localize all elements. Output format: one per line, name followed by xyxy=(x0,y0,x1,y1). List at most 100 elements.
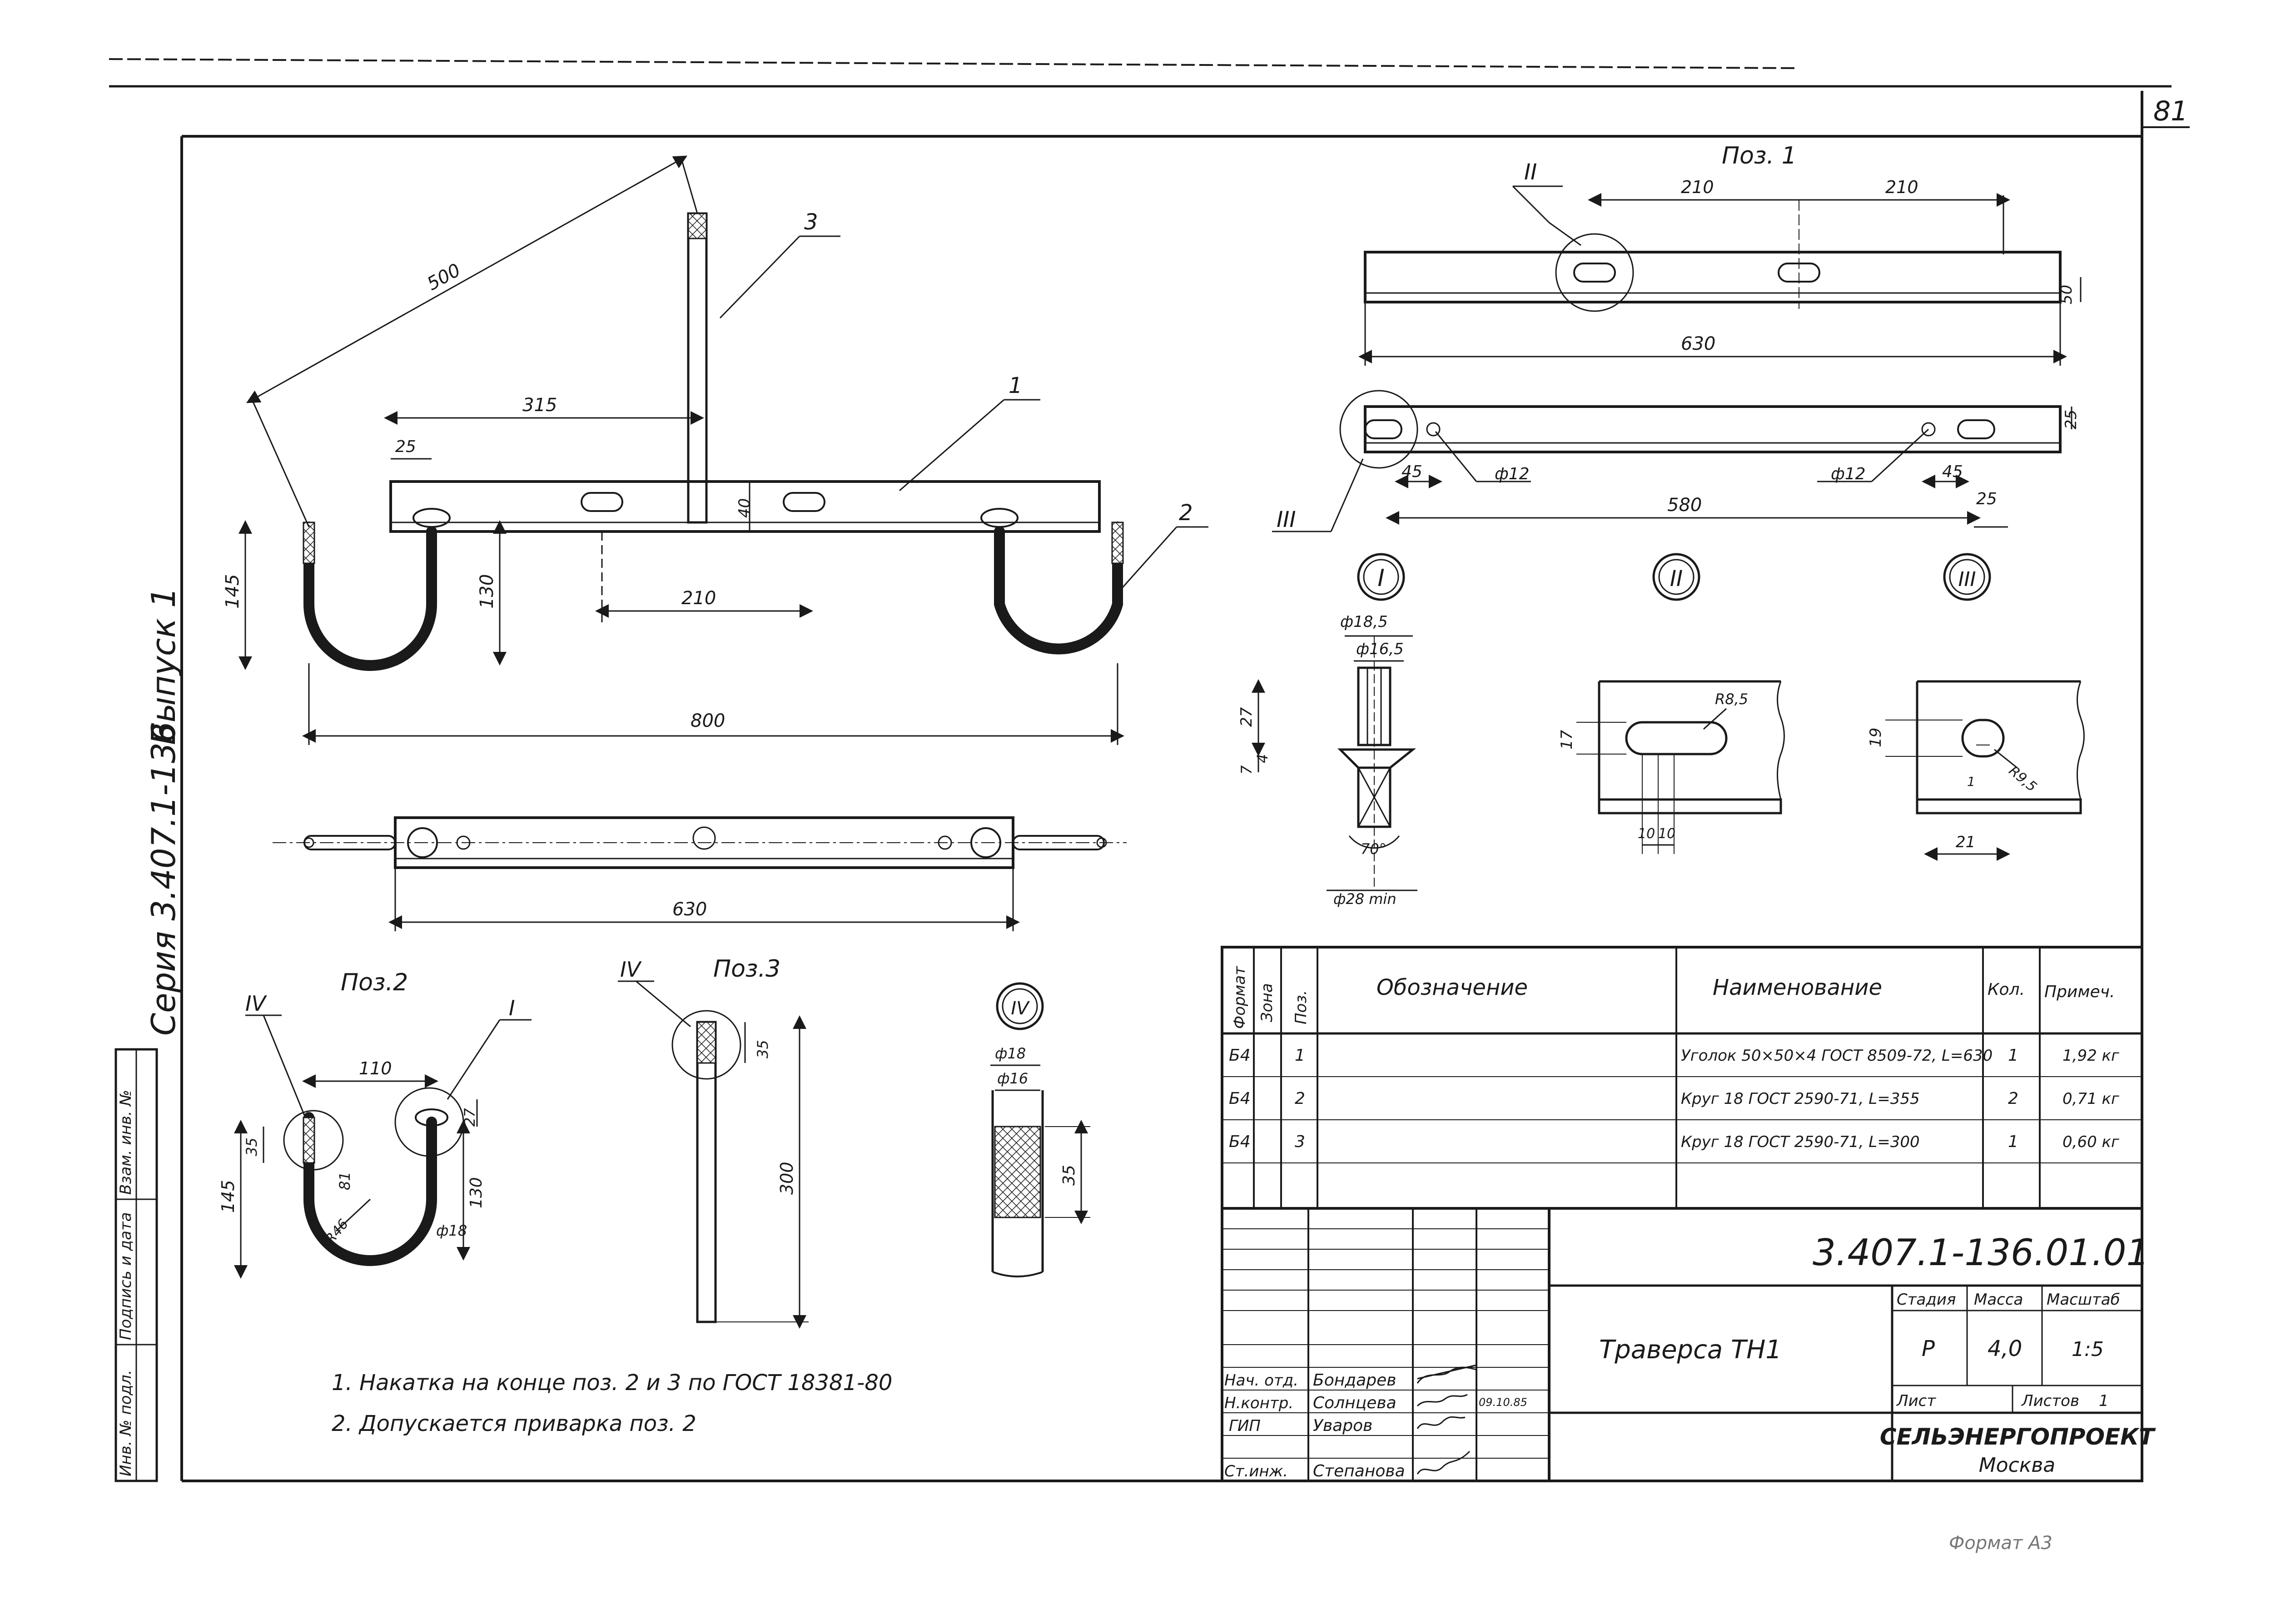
angle-bar xyxy=(389,480,1101,533)
callout-1: 1 xyxy=(1009,373,1023,398)
main-assembly-view: 500 315 25 40 145 130 210 800 3 1 2 xyxy=(222,155,1208,745)
dim-130: 130 xyxy=(477,574,497,609)
sign-name-3: Уваров xyxy=(1313,1416,1372,1435)
detail-III-dim19: 19 xyxy=(1867,728,1885,747)
poz2-phi18: ф18 xyxy=(436,1222,467,1239)
signature-scribble-2 xyxy=(1416,1394,1468,1407)
row1-format: Б4 xyxy=(1229,1046,1251,1065)
detail-IV: IV ф18 ф16 35 xyxy=(990,982,1090,1277)
plan-dim-630: 630 xyxy=(672,899,707,920)
detail-II-r85: R8,5 xyxy=(1715,690,1748,708)
sign-name-1: Бондарев xyxy=(1313,1371,1396,1390)
sign-date-2: 09.10.85 xyxy=(1479,1396,1527,1409)
row2-format: Б4 xyxy=(1229,1089,1251,1108)
col-format: Формат xyxy=(1231,966,1249,1029)
callout-3: 3 xyxy=(804,209,818,235)
callout-2: 2 xyxy=(1179,500,1193,526)
org-city: Москва xyxy=(1979,1454,2056,1477)
poz1-views: Поз. 1 210 210 630 50 II 45 ф12 xyxy=(1272,142,2082,532)
detail-I-phi28: ф28 min xyxy=(1333,890,1396,908)
poz2-dim-145: 145 xyxy=(218,1180,238,1213)
poz1-title: Поз. 1 xyxy=(1722,142,1797,169)
plan-view: 630 xyxy=(273,816,1127,931)
u-bolt-left xyxy=(303,521,437,671)
dim-210: 210 xyxy=(681,588,716,609)
issue-label: Выпуск 1 xyxy=(144,587,183,745)
row2-name: Круг 18 ГОСТ 2590-71, L=355 xyxy=(1681,1090,1920,1108)
poz2-dim-130: 130 xyxy=(467,1177,486,1208)
stage-value: Р xyxy=(1922,1336,1935,1361)
detail-III: III 19 R9,5 1 21 xyxy=(1867,553,2085,861)
poz1-callout-III: III xyxy=(1277,507,1296,532)
col-note: Примеч. xyxy=(2044,983,2115,1001)
poz3-title: Поз.3 xyxy=(713,955,780,983)
scale-label: Масштаб xyxy=(2047,1291,2120,1309)
dim-800: 800 xyxy=(691,710,725,731)
col-zone: Зона xyxy=(1258,983,1276,1022)
detail-III-dim21: 21 xyxy=(1956,833,1975,851)
poz1-dim-25a: 25 xyxy=(2062,410,2080,429)
sign-name-4: Степанова xyxy=(1313,1462,1405,1480)
poz2-dim-35: 35 xyxy=(243,1137,260,1156)
row3-pos: 3 xyxy=(1295,1132,1305,1151)
row3-qty: 1 xyxy=(2008,1132,2018,1151)
poz2-views: Поз.2 110 35 145 81 27 130 R46 ф18 IV I xyxy=(218,969,532,1279)
spec-table: Формат Зона Поз. Обозначение Наименовани… xyxy=(1221,946,2143,1210)
poz2-dim-110: 110 xyxy=(359,1058,392,1078)
sign-role-3: ГИП xyxy=(1229,1417,1261,1435)
sign-name-2: Солнцева xyxy=(1313,1394,1396,1412)
org-name: СЕЛЬЭНЕРГОПРОЕКТ xyxy=(1880,1424,2156,1450)
detail-IV-dim35: 35 xyxy=(1060,1165,1078,1186)
sign-role-4: Ст.инж. xyxy=(1224,1462,1288,1480)
detail-I-dim27: 27 xyxy=(1237,707,1256,727)
stage-label: Стадия xyxy=(1897,1291,1956,1309)
poz1-dim-45a: 45 xyxy=(1401,462,1422,481)
series-label: Серия 3.407.1-136 xyxy=(144,722,183,1036)
detail-II: II 17 R8,5 10 10 xyxy=(1558,553,1785,854)
mass-label: Масса xyxy=(1974,1291,2023,1309)
poz3-views: Поз.3 35 300 IV xyxy=(618,955,809,1329)
poz1-dim-45b: 45 xyxy=(1942,462,1963,481)
dim-145: 145 xyxy=(222,574,243,609)
sheet-label: Лист xyxy=(1896,1392,1936,1410)
poz2-dim-81: 81 xyxy=(336,1172,353,1190)
row2-qty: 2 xyxy=(2008,1089,2018,1108)
stamp-replace: Взам. инв. № xyxy=(117,1090,135,1195)
poz3-callout-IV: IV xyxy=(620,957,642,982)
detail-I-phi185: ф18,5 xyxy=(1340,613,1388,631)
doc-number: 3.407.1-136.01.01 xyxy=(1813,1232,2149,1274)
stamp-signature: Подпись и дата xyxy=(117,1212,135,1340)
sign-role-1: Нач. отд. xyxy=(1224,1371,1298,1390)
row3-note: 0,60 кг xyxy=(2062,1133,2120,1151)
knurl-pos3 xyxy=(687,213,707,239)
col-pos: Поз. xyxy=(1292,990,1310,1024)
poz2-callout-I: I xyxy=(509,996,515,1020)
poz1-dim-210a: 210 xyxy=(1681,177,1714,197)
detail-II-dim10a: 10 xyxy=(1638,826,1655,842)
note-1: 1. Накатка на конце поз. 2 и 3 по ГОСТ 1… xyxy=(332,1370,892,1396)
poz2-dim-27: 27 xyxy=(461,1108,478,1127)
row3-format: Б4 xyxy=(1229,1132,1251,1151)
dim-315: 315 xyxy=(522,395,557,416)
row3-name: Круг 18 ГОСТ 2590-71, L=300 xyxy=(1681,1133,1920,1151)
detail-III-label: III xyxy=(1958,568,1976,591)
dim-40: 40 xyxy=(735,498,754,518)
sign-role-2: Н.контр. xyxy=(1224,1394,1293,1412)
mass-value: 4,0 xyxy=(1988,1336,2022,1361)
poz3-dim-35: 35 xyxy=(754,1040,771,1058)
detail-II-dim10b: 10 xyxy=(1658,826,1675,842)
col-qty: Кол. xyxy=(1988,980,2025,999)
footer-format: Формат А3 xyxy=(1949,1533,2052,1554)
signature-scribble-1 xyxy=(1416,1364,1477,1384)
title-block: 3.407.1-136.01.01 Траверса ТН1 Стадия Ма… xyxy=(1221,1207,2156,1482)
poz1-phi12b: ф12 xyxy=(1831,465,1866,483)
poz1-dim-210b: 210 xyxy=(1885,177,1918,197)
doc-title: Траверса ТН1 xyxy=(1599,1335,1782,1365)
poz1-dim-630: 630 xyxy=(1681,333,1715,354)
row2-pos: 2 xyxy=(1295,1089,1305,1108)
poz1-dim-50: 50 xyxy=(2057,285,2076,304)
detail-I: I ф18,5 ф16,5 27 7 4 70° ф28 min xyxy=(1237,553,1417,908)
detail-I-label: I xyxy=(1377,565,1384,592)
rod-pos3 xyxy=(687,212,708,524)
